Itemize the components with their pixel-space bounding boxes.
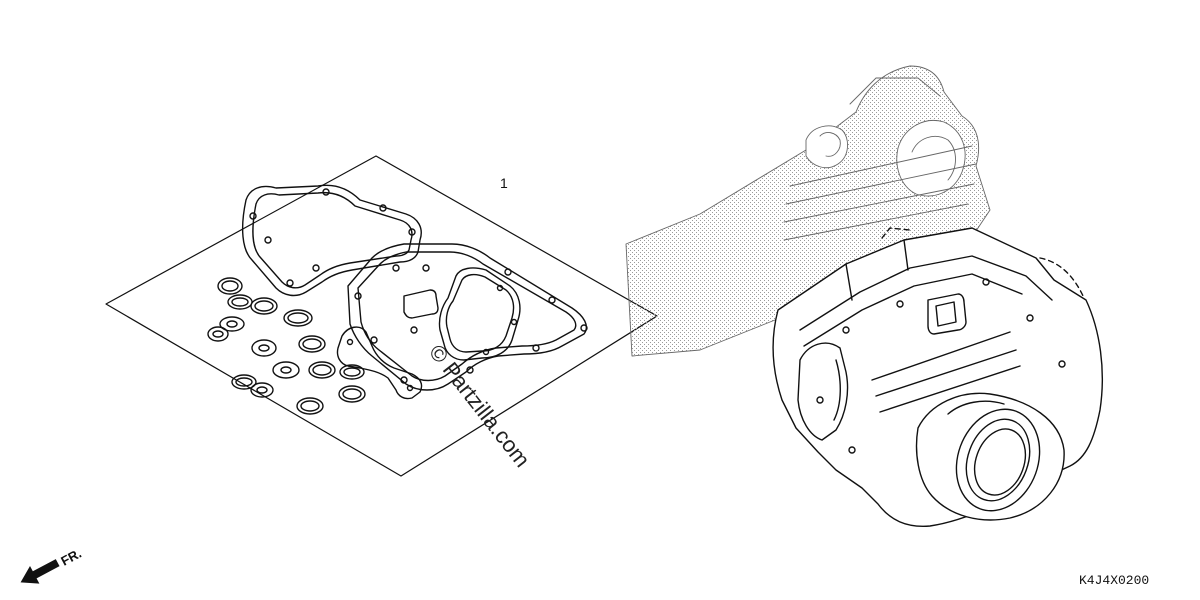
small-plate-gasket <box>403 289 439 319</box>
crankcase <box>772 227 1104 527</box>
diagram-code: K4J4X0200 <box>1079 573 1149 588</box>
gasket-kit[interactable] <box>105 155 658 477</box>
front-label: FR. <box>58 546 84 569</box>
cover-gasket <box>347 243 588 391</box>
crankcase-gasket <box>241 184 422 297</box>
kit-sheet-outline <box>105 155 658 477</box>
engine-illustration <box>625 65 1104 527</box>
window-gasket <box>438 267 521 361</box>
front-direction-indicator: FR. <box>20 546 84 584</box>
watermark: © Partzilla.com <box>424 340 535 472</box>
callout-1[interactable]: 1 <box>500 175 508 191</box>
arrow-down-left-icon <box>20 559 60 584</box>
o-rings <box>207 277 366 415</box>
cylinder-head-ghost <box>625 65 991 357</box>
